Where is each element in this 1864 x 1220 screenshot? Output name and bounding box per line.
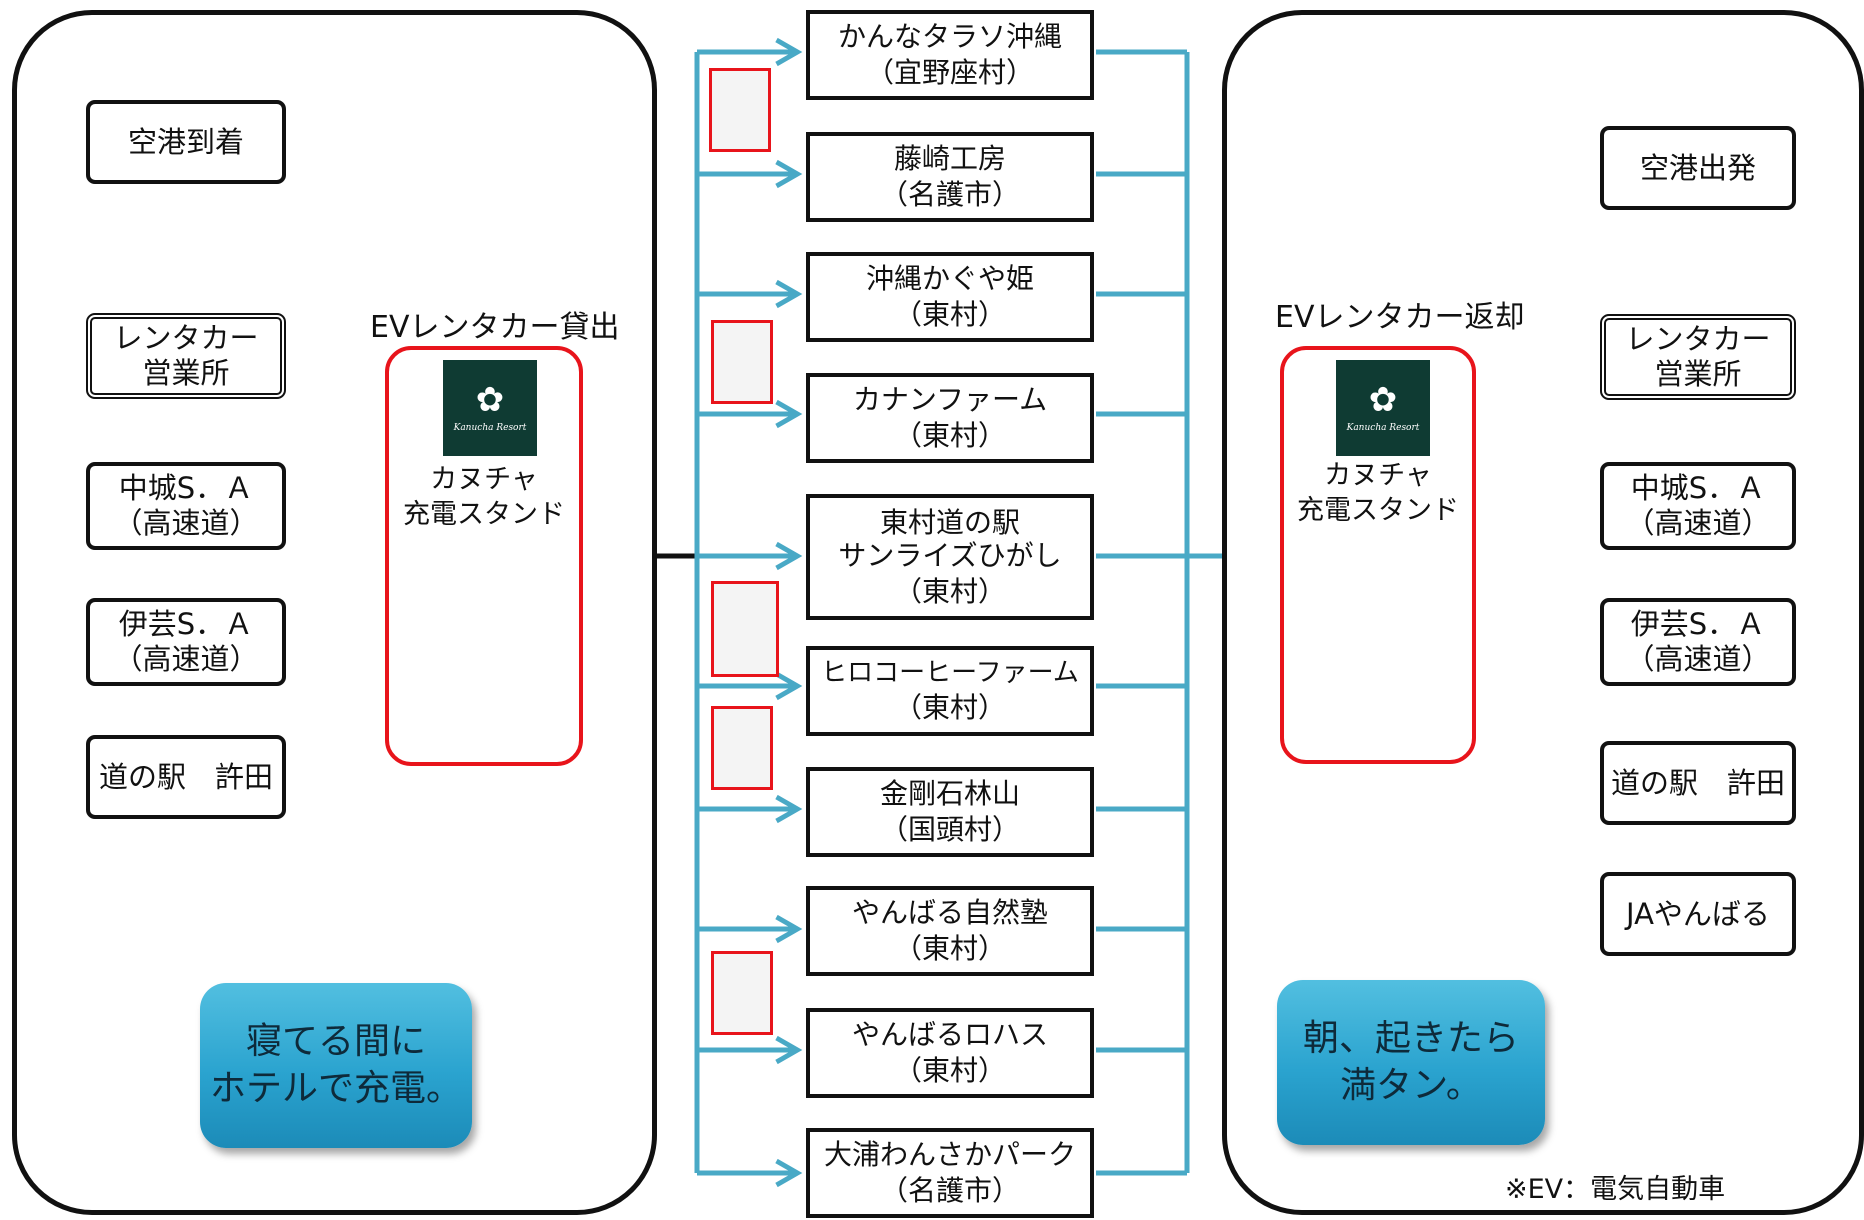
kanucha-station-left: ✿ Kanucha Resort カヌチャ 充電スタンド	[385, 346, 583, 766]
dest-name: やんばる自然塾	[851, 896, 1048, 930]
flow-rental-office-return: レンタカー 営業所	[1600, 314, 1796, 400]
dest-name: 東村道の駅 サンライズひがし	[838, 505, 1062, 573]
callout-full-in-morning: 朝、起きたら 満タン。	[1277, 980, 1545, 1145]
flow-gei-sa: 伊芸S．Ａ （高速道）	[86, 598, 286, 686]
dest-kaguyahime: 沖縄かぐや姫 （東村）	[806, 252, 1094, 342]
station-name: カヌチャ 充電スタンド	[1297, 460, 1459, 527]
charger-photo-1	[709, 68, 771, 152]
dest-oura-wansaka-park: 大浦わんさかパーク （名護市）	[806, 1128, 1094, 1218]
dest-place: （東村）	[893, 419, 1006, 452]
dest-place: （東村）	[893, 1054, 1006, 1087]
dest-kanna-thalasso: かんなタラソ沖縄 （宜野座村）	[806, 10, 1094, 100]
dest-sunrise-higashi: 東村道の駅 サンライズひがし （東村）	[806, 494, 1094, 620]
dest-name: 藤崎工房	[893, 142, 1006, 176]
flow-ja-yanbaru: JAやんばる	[1600, 872, 1796, 956]
charger-photo-4	[711, 706, 773, 790]
logo-wordmark: Kanucha Resort	[1346, 423, 1420, 433]
dest-place: （国頭村）	[879, 813, 1020, 846]
charger-photo-2	[711, 320, 773, 404]
dest-name: やんばるロハス	[851, 1018, 1048, 1052]
dest-name: 金剛石林山	[879, 777, 1020, 811]
flower-icon: ✿	[475, 380, 505, 420]
kanucha-logo: ✿ Kanucha Resort	[443, 360, 537, 456]
flow-nakagusuku-sa-return: 中城S．Ａ （高速道）	[1600, 462, 1796, 550]
dest-place: （東村）	[893, 932, 1006, 965]
flow-nakagusuku-sa: 中城S．Ａ （高速道）	[86, 462, 286, 550]
dest-place: （宜野座村）	[865, 56, 1034, 89]
callout-charge-while-sleeping: 寝てる間に ホテルで充電。	[200, 983, 472, 1148]
dest-kanan-farm: カナンファーム （東村）	[806, 373, 1094, 463]
flow-gei-sa-return: 伊芸S．Ａ （高速道）	[1600, 598, 1796, 686]
dest-place: （東村）	[893, 298, 1006, 331]
dest-name: 沖縄かぐや姫	[865, 262, 1034, 296]
charger-photo-3	[711, 581, 779, 677]
dest-place: （東村）	[893, 574, 1006, 608]
dest-yanbaru-lohas: やんばるロハス （東村）	[806, 1008, 1094, 1098]
kanucha-station-right: ✿ Kanucha Resort カヌチャ 充電スタンド	[1280, 346, 1476, 764]
dest-yanbaru-shizenjuku: やんばる自然塾 （東村）	[806, 886, 1094, 976]
station-name: カヌチャ 充電スタンド	[403, 464, 565, 531]
dest-name: カナンファーム	[852, 383, 1048, 417]
dest-name: かんなタラソ沖縄	[837, 20, 1062, 54]
dest-name: 大浦わんさかパーク	[823, 1138, 1076, 1172]
flow-michinoeki-kyoda-return: 道の駅 許田	[1600, 741, 1796, 825]
dest-place: （名護市）	[879, 178, 1020, 211]
dest-kongo-sekirinzan: 金剛石林山 （国頭村）	[806, 767, 1094, 857]
kanucha-logo: ✿ Kanucha Resort	[1336, 360, 1430, 456]
charger-photo-5	[711, 951, 773, 1035]
flow-michinoeki-kyoda: 道の駅 許田	[86, 735, 286, 819]
flow-rental-office: レンタカー 営業所	[86, 313, 286, 399]
dest-place: （名護市）	[879, 1174, 1020, 1207]
dest-hiro-coffee: ヒロコーヒーファーム （東村）	[806, 646, 1094, 736]
logo-wordmark: Kanucha Resort	[453, 423, 527, 433]
dest-fujisaki-kobo: 藤崎工房 （名護市）	[806, 132, 1094, 222]
rental-caption: EVレンタカー貸出	[370, 310, 620, 345]
dest-name: ヒロコーヒーファーム	[821, 657, 1079, 688]
ev-footnote: ※EV：電気自動車	[1505, 1174, 1726, 1205]
flow-airport-departure: 空港出発	[1600, 126, 1796, 210]
dest-place: （東村）	[893, 690, 1006, 724]
return-caption: EVレンタカー返却	[1275, 300, 1525, 335]
flow-airport-arrival: 空港到着	[86, 100, 286, 184]
flower-icon: ✿	[1368, 380, 1398, 420]
